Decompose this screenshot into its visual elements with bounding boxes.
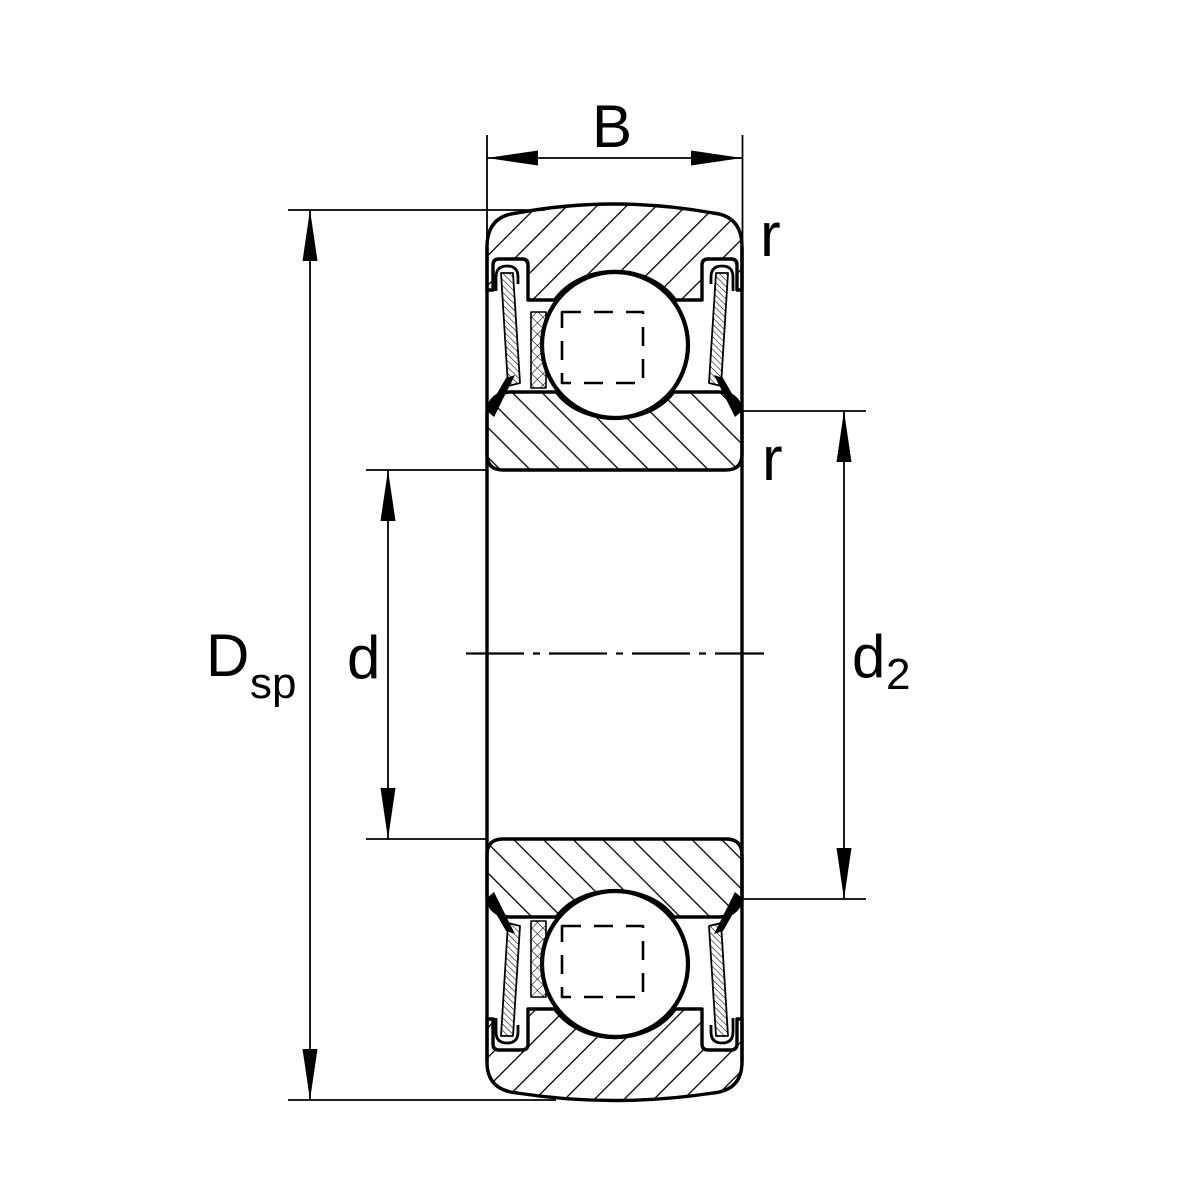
arrowhead-up: [380, 470, 396, 521]
seal-hook: [494, 1018, 520, 1045]
bearing-section: [466, 202, 764, 1103]
arrowhead-down: [380, 788, 396, 839]
arrowhead-down: [836, 848, 852, 899]
seal-lip: [487, 892, 515, 934]
seal-hook: [494, 264, 520, 291]
seal-lip: [487, 375, 515, 417]
outer-ring-bottom-section: [485, 1007, 744, 1103]
seal-lip: [714, 375, 742, 417]
seal-bottom-right: [708, 892, 742, 1045]
cage-pocket-top: [560, 310, 645, 385]
seal-top-left: [487, 264, 521, 417]
seal-hook: [709, 264, 735, 291]
seal-lip: [714, 892, 742, 934]
dimension-bore-d: d: [347, 469, 487, 840]
dimensions: B Dsp d: [206, 93, 910, 1101]
label-b: B: [592, 93, 632, 160]
ball-bottom: [539, 888, 691, 1040]
seal-hook: [709, 1018, 735, 1045]
dimension-shoulder-d2: d2: [742, 410, 910, 900]
arrowhead-up: [302, 210, 318, 261]
dimension-width-b: B: [486, 93, 744, 252]
arrowhead-down: [302, 1049, 318, 1100]
seal-bottom-left: [487, 892, 521, 1045]
arrowhead-up: [836, 411, 852, 462]
outer-ring-top-section: [485, 202, 744, 302]
dimension-outer-diameter-dsp: Dsp: [206, 209, 556, 1101]
label-dsp: Dsp: [206, 622, 296, 708]
arrowhead-right: [691, 150, 742, 166]
label-r-outer: r: [760, 201, 781, 270]
seal-shield: [500, 272, 521, 387]
seal-shield: [500, 922, 521, 1037]
seal-shield: [708, 922, 729, 1037]
cage-pocket-bottom: [560, 924, 645, 999]
ball-top: [539, 269, 691, 421]
arrowhead-left: [487, 150, 538, 166]
label-r-inner: r: [762, 425, 783, 494]
seal-top-right: [708, 264, 742, 417]
label-d: d: [347, 624, 380, 691]
label-d2: d2: [852, 623, 910, 699]
seal-shield: [708, 272, 729, 387]
